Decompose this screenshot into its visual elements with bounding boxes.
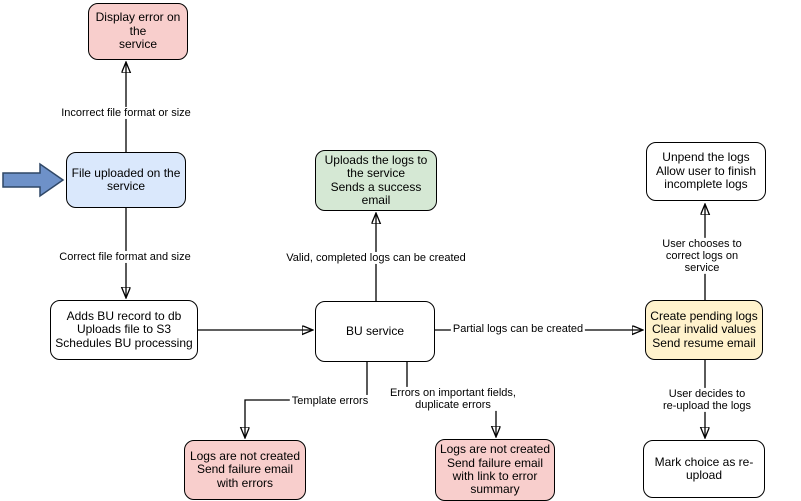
edge-label-partial-logs: Partial logs can be created [450,322,586,336]
node-adds-bu-record-label: Adds BU record to db Uploads file to S3 … [55,308,193,350]
node-unpend-logs-label: Unpend the logs Allow user to finish inc… [655,150,757,192]
node-create-pending-logs: Create pending logs Clear invalid values… [645,300,763,360]
node-unpend-logs: Unpend the logs Allow user to finish inc… [646,142,766,201]
start-arrow-icon [2,162,65,198]
node-mark-choice-reupload-label: Mark choice as re- upload [654,454,754,482]
edge-label-template-errors: Template errors [289,394,371,408]
node-file-uploaded-service-label: File uploaded on the service [71,165,181,193]
node-create-pending-logs-label: Create pending logs Clear invalid values… [650,308,758,350]
node-mark-choice-reupload: Mark choice as re- upload [643,440,765,498]
edge-label-user-decides-reupload: User decides to re-upload the logs [660,387,754,413]
edge-label-valid-completed-logs: Valid, completed logs can be created [284,251,468,265]
edge-label-errors-important-fields: Errors on important fields, duplicate er… [388,386,518,412]
node-bu-service: BU service [315,301,435,362]
node-logs-not-created-error-summary-label: Logs are not created Send failure email … [439,442,551,497]
node-logs-not-created-failure-errors: Logs are not created Send failure email … [184,440,306,500]
node-logs-not-created-failure-errors-label: Logs are not created Send failure email … [189,448,301,490]
node-display-error-service-label: Display error on the service [95,10,181,52]
node-bu-service-label: BU service [345,323,404,338]
edge-label-user-chooses-correct: User chooses to correct logs on service [652,237,752,275]
edge-label-correct-file-format: Correct file format and size [57,250,193,264]
node-display-error-service: Display error on the service [88,3,188,60]
node-adds-bu-record: Adds BU record to db Uploads file to S3 … [50,300,198,360]
edge-label-incorrect-file-format: Incorrect file format or size [59,106,193,120]
node-uploads-logs-success-email-label: Uploads the logs to the service Sends a … [324,152,428,207]
node-file-uploaded-service: File uploaded on the service [66,152,186,208]
node-logs-not-created-error-summary: Logs are not created Send failure email … [435,439,555,501]
node-uploads-logs-success-email: Uploads the logs to the service Sends a … [315,150,437,211]
